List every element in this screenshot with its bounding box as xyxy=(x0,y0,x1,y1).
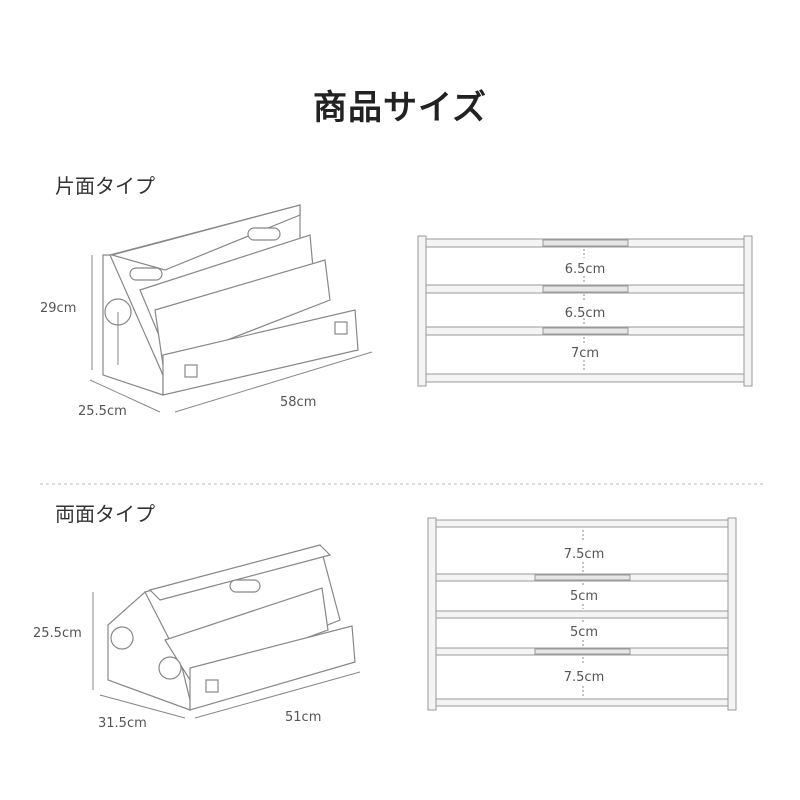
double-sided-label: 両面タイプ xyxy=(55,502,155,526)
single-gap-2: 6.5cm xyxy=(565,306,606,321)
single-sided-label: 片面タイプ xyxy=(55,174,155,198)
double-sided-top-view xyxy=(427,517,737,711)
single-gap-3: 7cm xyxy=(571,346,599,361)
double-depth-label: 31.5cm xyxy=(98,716,147,731)
double-height-label: 25.5cm xyxy=(33,626,82,641)
double-gap-2: 5cm xyxy=(570,589,598,604)
single-gap-1: 6.5cm xyxy=(565,262,606,277)
double-width-label: 51cm xyxy=(285,710,321,725)
page-title: 商品サイズ xyxy=(313,88,487,128)
single-height-label: 29cm xyxy=(40,301,76,316)
single-sided-illustration xyxy=(89,204,373,413)
double-gap-1: 7.5cm xyxy=(564,547,605,562)
double-gap-4: 7.5cm xyxy=(564,670,605,685)
single-width-label: 58cm xyxy=(280,395,316,410)
double-sided-illustration xyxy=(92,544,361,719)
single-depth-label: 25.5cm xyxy=(78,404,127,419)
double-gap-3: 5cm xyxy=(570,625,598,640)
single-sided-top-view xyxy=(417,235,753,387)
